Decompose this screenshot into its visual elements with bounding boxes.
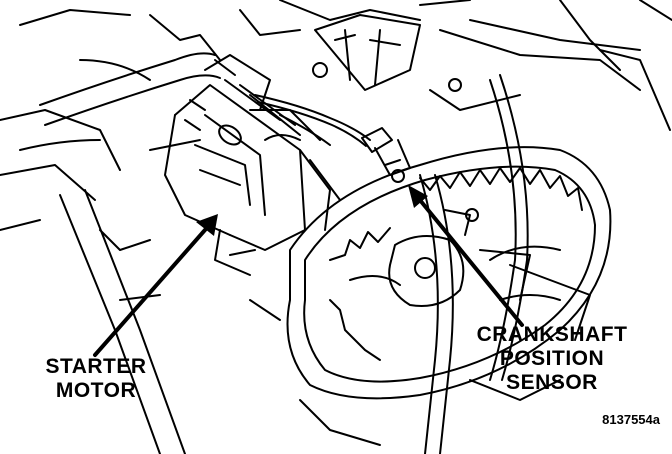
crankshaft-sensor-label-line-2: POSITION — [499, 347, 605, 370]
starter-motor-label-line-1: STARTER — [45, 355, 147, 378]
starter-motor-callout: STARTER MOTOR — [22, 355, 170, 403]
crankshaft-sensor-leader — [413, 192, 524, 327]
engine-block-upper — [149, 0, 672, 131]
figure-id: 8137554a — [602, 412, 660, 427]
transmission-lower — [249, 74, 591, 454]
crankshaft-position-sensor — [361, 127, 411, 183]
starter-motor-leader — [93, 220, 214, 357]
starter-motor-arrowhead — [196, 214, 218, 236]
flywheel-ring-gear — [286, 146, 612, 400]
sensor-harness — [254, 94, 371, 147]
starter-motor — [164, 54, 341, 276]
starter-motor-label-line-2: MOTOR — [55, 379, 137, 402]
coolant-hose — [19, 52, 221, 151]
crankshaft-sensor-label-line-1: CRANKSHAFT — [476, 323, 628, 346]
crankshaft-sensor-label-line-3: SENSOR — [506, 371, 598, 394]
crankshaft-sensor-arrowhead — [408, 185, 428, 208]
crankshaft-sensor-callout: CRANKSHAFT POSITION SENSOR — [452, 323, 652, 395]
leader-arrows — [93, 192, 524, 357]
